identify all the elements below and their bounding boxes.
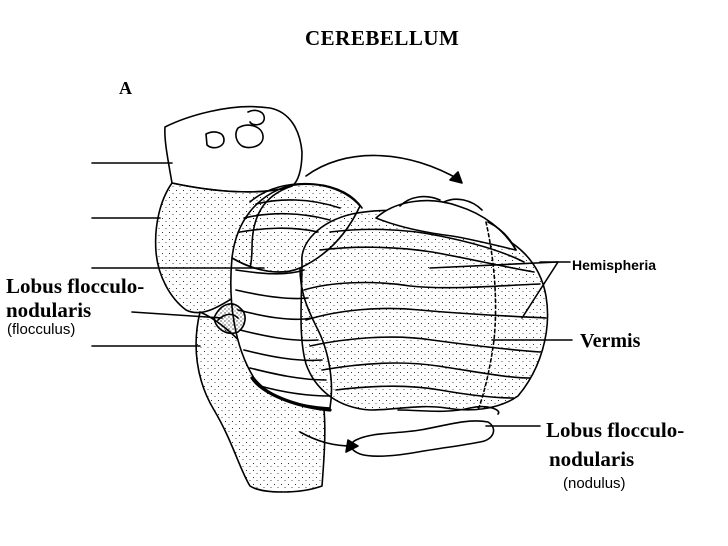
rotation-arrow [305, 154, 461, 181]
cerebellar-roll [249, 182, 363, 209]
brainstem-upper [164, 105, 303, 193]
page-title: CEREBELLUM [305, 26, 460, 50]
leader-flocculus [131, 311, 223, 319]
flocculus-label: (flocculus) [7, 321, 76, 338]
flocculonodularis-left-label-line2: nodularis [6, 298, 92, 322]
leader-hemispheria-2 [521, 261, 559, 319]
hemispheria-label: Hemispheria [572, 257, 657, 273]
flocculonodularis-left-label-line1: Lobus flocculo- [6, 274, 145, 298]
panel-label: A [119, 78, 132, 98]
nodulus-shape [350, 420, 495, 457]
nodulus-label: (nodulus) [563, 475, 626, 492]
vermis-band [477, 221, 497, 411]
brainstem-cut-hole-2 [235, 124, 264, 149]
flocculonodularis-right-label-line1: Lobus flocculo- [546, 418, 685, 442]
flocculonodularis-right-label-line2: nodularis [549, 447, 635, 471]
leader-hemispheria-1 [429, 261, 559, 269]
flocculus-shape [213, 303, 246, 334]
brainstem-cut-hole-1 [205, 131, 225, 149]
brainstem-cut-hole-3 [247, 109, 266, 126]
vermis-label: Vermis [580, 330, 641, 352]
